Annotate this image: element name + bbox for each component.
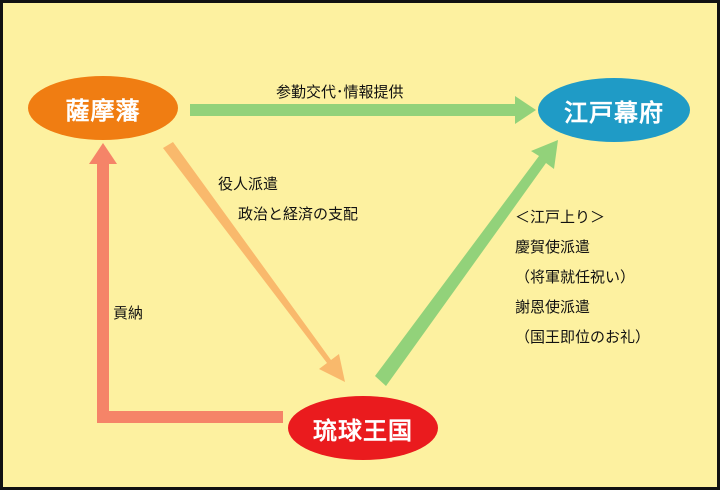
label-shaonshi: 謝恩使派遣 xyxy=(515,298,591,316)
label-sankin-kotai: 参勤交代･情報提供 xyxy=(276,83,404,101)
label-keigashi: 慶賀使派遣 xyxy=(515,238,591,256)
label-political-economic-control: 政治と経済の支配 xyxy=(238,205,359,223)
node-edo: 江戸幕府 xyxy=(538,78,690,142)
arrow-satsuma-to-ryukyu xyxy=(163,142,345,382)
label-edo-nobori: ＜江戸上り＞ xyxy=(515,208,606,226)
node-ryukyu: 琉球王国 xyxy=(288,396,438,460)
arrow-ryukyu-to-satsuma xyxy=(89,143,283,423)
label-keigashi-note: （将軍就任祝い） xyxy=(515,268,636,286)
node-satsuma: 薩摩藩 xyxy=(28,76,178,140)
label-official-dispatch: 役人派遣 xyxy=(218,175,279,193)
label-tribute: 貢納 xyxy=(113,304,144,322)
arrow-ryukyu-to-edo xyxy=(375,140,558,386)
label-shaonshi-note: （国王即位のお礼） xyxy=(515,328,651,346)
arrow-satsuma-to-edo xyxy=(190,96,536,124)
